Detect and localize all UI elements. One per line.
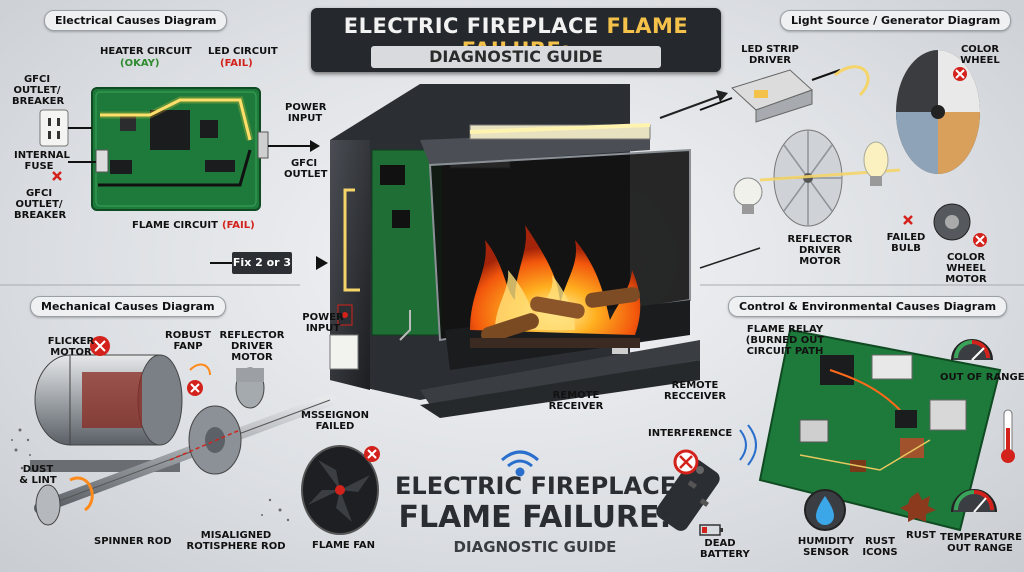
label-remote-receiver-2: REMOTE RECCEIVER xyxy=(663,380,727,402)
humidity-sensor-icon xyxy=(804,489,846,531)
gauge-icon xyxy=(951,339,993,361)
label-humidity-sensor: HUMIDITY SENSOR xyxy=(797,536,855,558)
label-flame-fail: (FAIL) xyxy=(222,220,255,231)
label-out-of-range: OUT OF RANGE xyxy=(940,372,1024,383)
label-flicker-motor: FLICKER MOTOR xyxy=(47,336,95,358)
label-misaligned-rod: MISALIGNED ROTISPHERE ROD xyxy=(186,530,286,552)
label-spinner-rod: SPINNER ROD xyxy=(94,536,172,547)
logs xyxy=(470,287,640,348)
gfci-outlet-icon xyxy=(39,109,69,147)
label-color-wheel: COLOR WHEEL xyxy=(960,44,1000,66)
bulb-icon xyxy=(733,177,763,214)
label-internal-fuse: INTERNAL FUSE xyxy=(14,150,70,172)
reflector-driver-motor xyxy=(187,363,265,409)
fuse-fail-icon xyxy=(52,171,62,181)
label-interference: INTERFERENCE xyxy=(648,428,733,439)
fix-callout: Fix 2 or 3 xyxy=(232,252,292,274)
electrical-pcb xyxy=(91,87,269,211)
label-reflector-driver-motor: REFLECTOR DRIVER MOTOR xyxy=(787,234,853,267)
label-dust-lint: DUST & LINT xyxy=(19,464,57,486)
label-reflector-driver: REFLECTOR DRIVER MOTOR xyxy=(219,330,285,363)
label-led-circuit: LED CIRCUIT xyxy=(208,46,278,57)
label-flame-relay: FLAME RELAY (BURNED OUT CIRCUIT PATH xyxy=(745,324,825,357)
wifi-icon xyxy=(501,450,539,477)
remote-control xyxy=(656,424,757,531)
color-wheel xyxy=(896,50,980,174)
bottom-title-line1: ELECTRIC FIREPLACE xyxy=(395,472,677,500)
thermometer-icon xyxy=(1001,409,1015,463)
label-led-fail: (FAIL) xyxy=(220,58,253,69)
label-gfci-outlet: GFCI OUTLET xyxy=(284,158,328,180)
fireplace-unit xyxy=(330,84,700,418)
label-gfci-breaker-bottom: GFCI OUTLET/ BREAKER xyxy=(14,188,67,221)
section-mechanical-heading: Mechanical Causes Diagram xyxy=(30,296,226,317)
flame-fan xyxy=(301,445,380,535)
label-rust-icons: RUST ICONS xyxy=(862,536,898,558)
main-title-line1: ELECTRIC FIREPLACE FLAME FAILURE: xyxy=(343,14,689,62)
main-title-panel: ELECTRIC FIREPLACE FLAME FAILURE: DIAGNO… xyxy=(311,8,721,72)
label-failed-bulb: FAILED BULB xyxy=(886,232,926,254)
label-gfci-breaker-top: GFCI OUTLET/ BREAKER xyxy=(12,74,65,107)
section-electrical-heading: Electrical Causes Diagram xyxy=(44,10,228,31)
label-color-wheel-motor: COLOR WHEEL MOTOR xyxy=(945,252,987,285)
bottom-title-line3: DIAGNOSTIC GUIDE xyxy=(453,538,617,556)
label-power-input-mid: POWER INPUT xyxy=(302,312,344,334)
led-driver xyxy=(699,65,870,123)
label-led-strip-driver: LED STRIP DRIVER xyxy=(741,44,799,66)
bottom-title-line2: FLAME FAILURE: xyxy=(398,500,672,535)
battery-icon xyxy=(699,524,723,536)
label-dead-battery: DEAD BATTERY xyxy=(700,538,750,560)
label-heater-okay: (OKAY) xyxy=(120,58,160,69)
section-control-heading: Control & Environmental Causes Diagram xyxy=(728,296,1008,317)
section-light-heading: Light Source / Generator Diagram xyxy=(780,10,1012,31)
label-power-input-top: POWER INPUT xyxy=(285,102,327,124)
label-flame-circuit: FLAME CIRCUIT xyxy=(132,220,218,231)
color-wheel-motor xyxy=(933,203,987,247)
temp-gauge-icon xyxy=(951,489,997,513)
flicker-motor xyxy=(30,336,183,472)
control-pcb xyxy=(758,328,1002,532)
label-robust-fanp: ROBUST FANP xyxy=(165,330,211,352)
spinner-rod xyxy=(34,394,336,526)
label-flame-fan: FLAME FAN xyxy=(312,540,375,551)
label-temperature-out-range: TEMPERATURE OUT RANGE xyxy=(940,532,1022,554)
dust-particles xyxy=(11,428,290,522)
label-msseignon-failed: MSSEIGNON FAILED xyxy=(301,410,369,432)
label-heater-circuit: HEATER CIRCUIT xyxy=(100,46,192,57)
label-rust: RUST xyxy=(906,530,936,541)
label-remote-receiver: REMOTE RECEIVER xyxy=(548,390,604,412)
interference-icon xyxy=(673,449,699,475)
rust-icon xyxy=(900,492,936,522)
main-title-line2: DIAGNOSTIC GUIDE xyxy=(371,46,661,68)
failed-bulb-icon xyxy=(863,141,889,186)
flame-visual xyxy=(470,225,641,335)
